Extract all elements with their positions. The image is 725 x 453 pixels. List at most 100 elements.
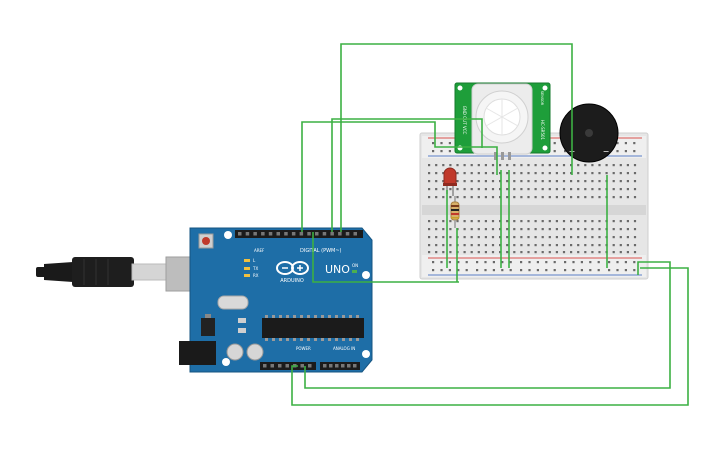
breadboard-hole[interactable] [562,196,566,199]
breadboard-hole[interactable] [513,172,516,175]
breadboard-hole[interactable] [435,188,438,191]
breadboard-hole[interactable] [548,251,551,254]
breadboard-hole[interactable] [555,236,558,239]
power-pin[interactable] [308,364,312,368]
breadboard-hole[interactable] [428,251,431,254]
breadboard-hole[interactable] [470,196,473,199]
breadboard-hole[interactable] [570,188,573,191]
breadboard-hole[interactable] [506,251,509,254]
breadboard-hole[interactable] [527,172,530,175]
breadboard-hole[interactable] [432,150,435,153]
breadboard-hole[interactable] [448,261,451,264]
breadboard-hole[interactable] [598,220,601,223]
breadboard-hole[interactable] [449,164,452,167]
breadboard-hole[interactable] [520,164,523,167]
breadboard-hole[interactable] [484,244,487,247]
breadboard-hole[interactable] [633,228,637,231]
breadboard-hole[interactable] [491,180,495,183]
breadboard-hole[interactable] [465,269,468,272]
breadboard-hole[interactable] [562,244,566,247]
breadboard-hole[interactable] [570,244,573,247]
breadboard-hole[interactable] [491,236,495,239]
breadboard-hole[interactable] [527,228,530,231]
breadboard-hole[interactable] [499,180,502,183]
breadboard-hole[interactable] [499,220,502,223]
breadboard-hole[interactable] [570,228,573,231]
breadboard-hole[interactable] [463,251,466,254]
breadboard-hole[interactable] [555,228,558,231]
breadboard-hole[interactable] [506,196,509,199]
breadboard-hole[interactable] [499,164,502,167]
breadboard-hole[interactable] [633,164,637,167]
breadboard-hole[interactable] [470,220,473,223]
breadboard-hole[interactable] [506,180,509,183]
breadboard-hole[interactable] [577,196,580,199]
digital-pin[interactable] [330,232,334,236]
breadboard-hole[interactable] [513,164,516,167]
breadboard-hole[interactable] [541,236,544,239]
breadboard-hole[interactable] [612,251,615,254]
breadboard-hole[interactable] [626,236,629,239]
breadboard-hole[interactable] [465,261,468,264]
breadboard-hole[interactable] [513,180,516,183]
breadboard-hole[interactable] [612,164,615,167]
breadboard-hole[interactable] [491,228,495,231]
breadboard-hole[interactable] [591,251,594,254]
breadboard-hole[interactable] [619,196,622,199]
breadboard-hole[interactable] [584,180,587,183]
breadboard-hole[interactable] [449,188,452,191]
breadboard-hole[interactable] [499,244,502,247]
breadboard-hole[interactable] [580,261,583,264]
breadboard-hole[interactable] [633,188,637,191]
breadboard-hole[interactable] [499,251,502,254]
breadboard-hole[interactable] [463,180,466,183]
breadboard-hole[interactable] [553,150,556,153]
breadboard-hole[interactable] [440,269,443,272]
breadboard-hole[interactable] [534,164,537,167]
breadboard-hole[interactable] [633,196,637,199]
breadboard-hole[interactable] [598,236,601,239]
breadboard-hole[interactable] [598,172,601,175]
breadboard-hole[interactable] [591,172,594,175]
breadboard-hole[interactable] [555,188,558,191]
breadboard-hole[interactable] [428,164,431,167]
breadboard-hole[interactable] [435,172,438,175]
breadboard-hole[interactable] [477,228,480,231]
breadboard-hole[interactable] [580,269,583,272]
breadboard-hole[interactable] [564,261,567,264]
breadboard-hole[interactable] [619,228,622,231]
breadboard-hole[interactable] [570,251,573,254]
breadboard-hole[interactable] [449,196,452,199]
breadboard-hole[interactable] [612,220,615,223]
breadboard-hole[interactable] [591,220,594,223]
breadboard-hole[interactable] [470,188,473,191]
breadboard-hole[interactable] [598,251,601,254]
breadboard-hole[interactable] [534,180,537,183]
digital-pin[interactable] [268,232,273,236]
breadboard-hole[interactable] [520,220,523,223]
breadboard-hole[interactable] [612,180,615,183]
breadboard-hole[interactable] [598,188,601,191]
breadboard-hole[interactable] [527,236,530,239]
breadboard-hole[interactable] [577,172,580,175]
breadboard-hole[interactable] [520,196,523,199]
breadboard-hole[interactable] [440,150,443,153]
breadboard-hole[interactable] [548,236,551,239]
breadboard-hole[interactable] [491,164,495,167]
breadboard-hole[interactable] [534,188,537,191]
breadboard-hole[interactable] [520,251,523,254]
breadboard-hole[interactable] [499,172,502,175]
breadboard-hole[interactable] [548,164,551,167]
breadboard-hole[interactable] [619,188,622,191]
breadboard-hole[interactable] [477,172,480,175]
breadboard-hole[interactable] [534,244,537,247]
analog-pin[interactable] [329,364,333,368]
breadboard-hole[interactable] [477,236,480,239]
breadboard-hole[interactable] [633,251,637,254]
breadboard-hole[interactable] [534,251,537,254]
breadboard-hole[interactable] [619,180,622,183]
breadboard-hole[interactable] [536,261,539,264]
breadboard-hole[interactable] [442,228,445,231]
breadboard-hole[interactable] [562,228,566,231]
